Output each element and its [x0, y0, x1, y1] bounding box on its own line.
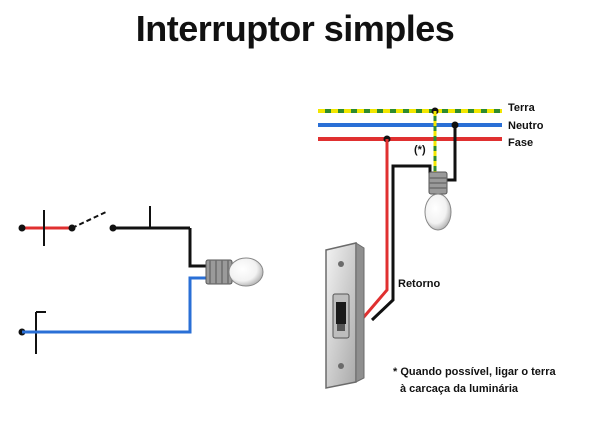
earth-note-marker: (*) — [414, 144, 426, 156]
schematic-left — [18, 206, 264, 354]
footnote-line-1: * Quando possível, ligar o terra — [393, 366, 556, 378]
schematic-lamp — [205, 257, 264, 287]
diagram-title: Interruptor simples — [135, 8, 455, 49]
schematic-switch-contact — [71, 211, 107, 229]
hanging-lamp — [424, 171, 452, 231]
return-wire — [370, 164, 432, 322]
schematic-neutral-line — [18, 276, 208, 354]
earth-label: Terra — [508, 102, 536, 114]
phase-drop-wire — [361, 139, 389, 319]
wall-switch — [325, 242, 365, 389]
wiring-right: Terra Neutro Fase (*) Retorno * Quando p… — [318, 102, 556, 395]
neutral-label: Neutro — [508, 120, 544, 132]
footnote-line-2: à carcaça da luminária — [400, 383, 519, 395]
return-label: Retorno — [398, 278, 440, 290]
phase-label: Fase — [508, 137, 533, 149]
schematic-return-wire — [113, 206, 208, 268]
neutral-drop-wire — [446, 125, 457, 182]
schematic-phase-line — [18, 210, 76, 246]
